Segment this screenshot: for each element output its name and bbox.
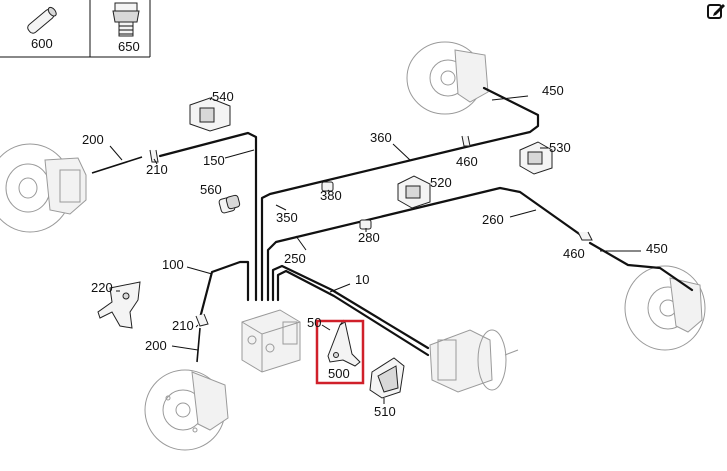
label-250[interactable]: 250 — [284, 251, 306, 266]
bracket-510-icon — [369, 357, 405, 399]
brake-booster-icon — [429, 329, 519, 393]
rear-right-brake-disc-icon — [624, 265, 706, 351]
label-530[interactable]: 530 — [549, 140, 571, 155]
label-10[interactable]: 10 — [355, 272, 369, 287]
label-350[interactable]: 350 — [276, 210, 298, 225]
edit-icon[interactable] — [705, 0, 727, 22]
clip-460-rear-icon — [461, 135, 471, 147]
clip-540-icon — [189, 97, 231, 132]
label-200-left[interactable]: 200 — [82, 132, 104, 147]
clip-560-icon — [218, 194, 241, 214]
label-260[interactable]: 260 — [482, 212, 504, 227]
abs-hydraulic-unit-icon — [241, 309, 301, 373]
label-560[interactable]: 560 — [200, 182, 222, 197]
label-510[interactable]: 510 — [374, 404, 396, 419]
bracket-220-icon — [97, 281, 141, 329]
label-210-left[interactable]: 210 — [146, 162, 168, 177]
label-150[interactable]: 150 — [203, 153, 225, 168]
clip-520-icon — [397, 175, 431, 209]
label-280[interactable]: 280 — [358, 230, 380, 245]
brake-pipes — [91, 86, 694, 363]
clip-280-icon — [359, 219, 372, 230]
parts-table — [0, 0, 151, 58]
label-220[interactable]: 220 — [91, 280, 113, 295]
front-right-brake-disc-icon — [144, 369, 229, 451]
label-650[interactable]: 650 — [118, 39, 140, 54]
label-450-rear[interactable]: 450 — [542, 83, 564, 98]
label-380[interactable]: 380 — [320, 188, 342, 203]
label-100[interactable]: 100 — [162, 257, 184, 272]
front-left-brake-disc-icon — [0, 143, 87, 233]
clip-210-left-icon — [149, 149, 159, 163]
label-460-rear[interactable]: 460 — [456, 154, 478, 169]
label-210-right[interactable]: 210 — [172, 318, 194, 333]
clip-380-icon — [321, 181, 334, 192]
leader-lines — [109, 95, 641, 404]
label-500[interactable]: 500 — [328, 366, 350, 381]
label-360[interactable]: 360 — [370, 130, 392, 145]
part-650-icon — [112, 2, 140, 37]
label-460-right[interactable]: 460 — [563, 246, 585, 261]
label-540[interactable]: 540 — [212, 89, 234, 104]
label-600[interactable]: 600 — [31, 36, 53, 51]
rear-left-brake-disc-icon — [406, 41, 489, 115]
label-450-right[interactable]: 450 — [646, 241, 668, 256]
clip-460-right-icon — [577, 231, 593, 241]
part-600-icon — [27, 6, 57, 34]
clip-210-right-icon — [195, 313, 209, 327]
bracket-500-icon — [327, 319, 361, 367]
highlight-box — [315, 319, 365, 385]
clip-530-icon — [519, 141, 553, 175]
label-50[interactable]: 50 — [307, 315, 321, 330]
label-520[interactable]: 520 — [430, 175, 452, 190]
label-200-right[interactable]: 200 — [145, 338, 167, 353]
